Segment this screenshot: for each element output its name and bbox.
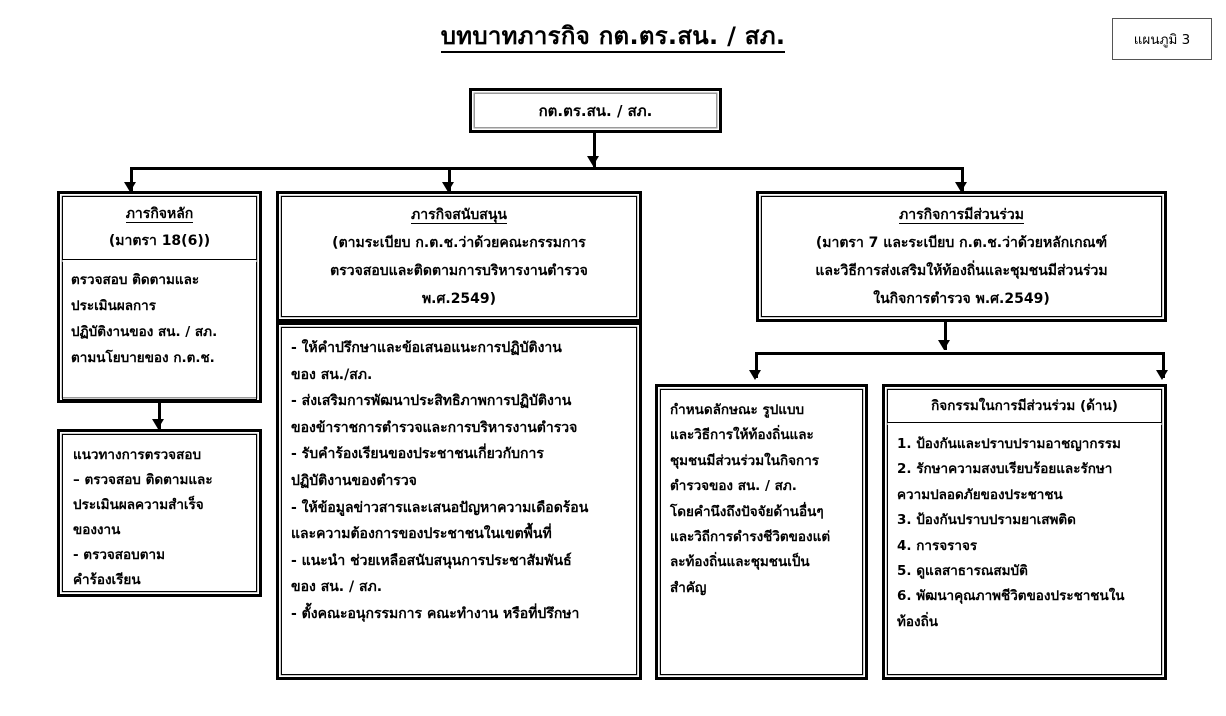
participation-scope-line: ชุมชนมีส่วนร่วมในกิจการ: [670, 452, 820, 469]
connector-arrowhead-middle: [442, 182, 454, 192]
participation-mission-header-box: ภารกิจการมีส่วนร่วม (มาตรา 7 และระเบียบ …: [756, 191, 1167, 322]
support-mission-header: ภารกิจสนับสนุน (ตามระเบียบ ก.ต.ช.ว่าด้วย…: [281, 196, 637, 317]
participation-activities-header-title: กิจกรรมในการมีส่วนร่วม (ด้าน): [931, 397, 1118, 414]
support-mission-line: - ให้คำปรึกษาและข้อเสนอแนะการปฏิบัติงาน: [291, 340, 562, 356]
audit-guideline-line: ประเมินผลความสำเร็จ: [73, 496, 204, 513]
main-mission-body-line: ปฏิบัติงานของ สน. / สภ.: [71, 323, 218, 340]
support-mission-line: - รับคำร้องเรียนของประชาชนเกี่ยวกับการ: [291, 446, 544, 463]
connector-bus-horizontal: [130, 167, 964, 170]
main-mission-body-line: ประเมินผลการ: [71, 297, 157, 314]
support-mission-line: ของ สน. / สภ.: [291, 579, 383, 596]
connector-arrowhead-participation-right: [1156, 370, 1168, 380]
support-mission-header-sub-line: ตรวจสอบและติดตามการบริหารงานตำรวจ: [330, 262, 588, 279]
main-mission-header: ภารกิจหลัก (มาตรา 18(6)): [62, 196, 257, 260]
main-mission-body: ตรวจสอบ ติดตามและ ประเมินผลการ ปฏิบัติงา…: [62, 262, 257, 400]
connector-main-to-guideline: [158, 403, 161, 429]
audit-guideline-line: - ตรวจสอบตาม: [73, 546, 165, 563]
main-mission-box: ภารกิจหลัก (มาตรา 18(6)) ตรวจสอบ ติดตามแ…: [57, 191, 262, 403]
participation-mission-header-sub-line: (มาตรา 7 และระเบียบ ก.ต.ช.ว่าด้วยหลักเกณ…: [815, 234, 1108, 251]
participation-mission-header-title: ภารกิจการมีส่วนร่วม: [899, 206, 1024, 224]
support-mission-line: ปฏิบัติงานของตำรวจ: [291, 472, 417, 489]
main-mission-body-line: ตรวจสอบ ติดตามและ: [71, 272, 200, 288]
main-mission-header-sub: (มาตรา 18(6)): [108, 233, 211, 249]
participation-scope-line: และวิธีการให้ท้องถิ่นและ: [670, 427, 814, 444]
main-mission-body-line: ตามนโยบายของ ก.ต.ช.: [71, 349, 215, 366]
participation-mission-header: ภารกิจการมีส่วนร่วม (มาตรา 7 และระเบียบ …: [761, 196, 1162, 317]
participation-activity-item: 5. ดูแลสาธารณสมบัติ: [897, 562, 1028, 579]
participation-scope-box: กำหนดลักษณะ รูปแบบ และวิธีการให้ท้องถิ่น…: [655, 384, 868, 680]
connector-drop-left: [130, 167, 133, 191]
connector-participation-bus: [755, 352, 1165, 355]
connector-drop-participation-right: [1162, 352, 1165, 378]
participation-activities-header: กิจกรรมในการมีส่วนร่วม (ด้าน): [887, 389, 1162, 423]
connector-participation-stem: [944, 322, 947, 350]
support-mission-header-sub-line: (ตามระเบียบ ก.ต.ช.ว่าด้วยคณะกรรมการ: [332, 234, 586, 251]
support-mission-line: - แนะนำ ช่วยเหลือสนับสนุนการประชาสัมพันธ…: [291, 552, 572, 569]
connector-drop-participation-left: [755, 352, 758, 378]
main-mission-header-title: ภารกิจหลัก: [125, 205, 194, 223]
connector-arrowhead-right: [955, 182, 967, 192]
page-title-text: บทบาทภารกิจ กต.ตร.สน. / สภ.: [440, 22, 786, 53]
connector-arrowhead-participation-left: [749, 370, 761, 380]
participation-activity-item: 2. รักษาความสงบเรียบร้อยและรักษา: [897, 461, 1113, 478]
support-mission-line: ของ สน./สภ.: [291, 366, 373, 383]
support-mission-header-title: ภารกิจสนับสนุน: [411, 206, 507, 224]
audit-guideline-box: แนวทางการตรวจสอบ – ตรวจสอบ ติดตามและ ประ…: [57, 429, 262, 597]
participation-activity-item: 4. การจราจร: [897, 537, 978, 554]
participation-scope-body: กำหนดลักษณะ รูปแบบ และวิธีการให้ท้องถิ่น…: [660, 389, 863, 675]
root-node-label: กต.ตร.สน. / สภ.: [538, 101, 653, 120]
participation-activity-item: 3. ป้องกันปราบปรามยาเสพติด: [897, 512, 1076, 529]
audit-guideline-line: คำร้องเรียน: [73, 571, 141, 588]
participation-mission-header-sub-line: และวิธีการส่งเสริมให้ท้องถิ่นและชุมชนมีส…: [815, 262, 1108, 279]
audit-guideline-body: แนวทางการตรวจสอบ – ตรวจสอบ ติดตามและ ประ…: [62, 434, 257, 592]
participation-activities-box: กิจกรรมในการมีส่วนร่วม (ด้าน) 1. ป้องกัน…: [882, 384, 1167, 680]
participation-activities-body: 1. ป้องกันและปราบปรามอาชญากรรม 2. รักษาค…: [887, 425, 1162, 675]
support-mission-line: - ให้ข้อมูลข่าวสารและเสนอปัญหาความเดือดร…: [291, 499, 589, 516]
support-mission-line: - ตั้งคณะอนุกรรมการ คณะทำงาน หรือที่ปรึก…: [291, 605, 580, 622]
support-mission-header-sub-line: พ.ศ.2549): [421, 290, 497, 307]
chart-number-box: แผนภูมิ 3: [1112, 18, 1212, 60]
participation-scope-line: ตำรวจของ สน. / สภ.: [670, 478, 797, 495]
connector-root-stem: [593, 133, 596, 168]
participation-activity-item: ความปลอดภัยของประชาชน: [897, 486, 1063, 503]
support-mission-header-box: ภารกิจสนับสนุน (ตามระเบียบ ก.ต.ช.ว่าด้วย…: [276, 191, 642, 322]
connector-root-arrowhead: [587, 156, 599, 166]
participation-scope-line: โดยคำนึงถึงปัจจัยด้านอื่นๆ: [670, 503, 824, 520]
audit-guideline-line: – ตรวจสอบ ติดตามและ: [73, 471, 213, 488]
connector-drop-middle: [448, 167, 451, 191]
participation-scope-line: สำคัญ: [670, 579, 707, 596]
connector-drop-right: [961, 167, 964, 191]
participation-activity-item: ท้องถิ่น: [897, 613, 939, 630]
support-mission-body: - ให้คำปรึกษาและข้อเสนอแนะการปฏิบัติงาน …: [281, 327, 637, 675]
participation-scope-line: กำหนดลักษณะ รูปแบบ: [670, 402, 805, 418]
support-mission-body-box: - ให้คำปรึกษาและข้อเสนอแนะการปฏิบัติงาน …: [276, 322, 642, 680]
support-mission-line: - ส่งเสริมการพัฒนาประสิทธิภาพการปฏิบัติง…: [291, 393, 572, 410]
audit-guideline-header-title: แนวทางการตรวจสอบ: [73, 447, 202, 463]
connector-arrowhead-guideline: [152, 419, 164, 429]
connector-participation-arrowhead: [938, 340, 950, 350]
chart-number-label: แผนภูมิ 3: [1133, 32, 1191, 48]
participation-activity-item: 6. พัฒนาคุณภาพชีวิตของประชาชนใน: [897, 588, 1125, 605]
root-node-box: กต.ตร.สน. / สภ.: [469, 88, 722, 133]
participation-mission-header-sub-line: ในกิจการตำรวจ พ.ศ.2549): [873, 290, 1050, 307]
participation-scope-line: ละท้องถิ่นและชุมชนเป็น: [670, 554, 810, 571]
participation-scope-line: และวิถีการดำรงชีวิตของแต่: [670, 528, 831, 545]
participation-activity-item: 1. ป้องกันและปราบปรามอาชญากรรม: [897, 436, 1121, 452]
page-title: บทบาทภารกิจ กต.ตร.สน. / สภ.: [0, 16, 1226, 55]
support-mission-line: ของข้าราชการตำรวจและการบริหารงานตำรวจ: [291, 419, 578, 436]
support-mission-line: และความต้องการของประชาชนในเขตพื้นที่: [291, 526, 552, 543]
audit-guideline-line: ของงาน: [73, 521, 121, 538]
connector-arrowhead-left: [124, 182, 136, 192]
